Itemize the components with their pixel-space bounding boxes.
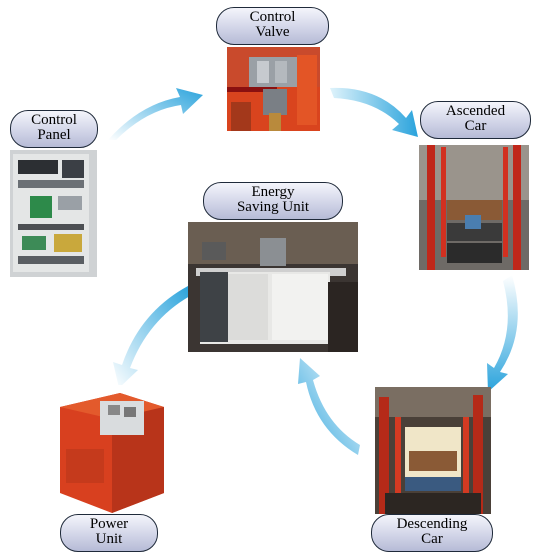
arrow-ascended-to-descending <box>487 275 518 392</box>
arrow-panel-to-valve <box>108 88 203 140</box>
ascended-car-photo <box>419 145 529 270</box>
arrow-descending-to-energy <box>298 358 360 455</box>
control-panel-photo <box>10 150 97 277</box>
arrow-valve-to-ascended <box>330 87 418 137</box>
control-valve-photo <box>227 47 320 131</box>
energy-saving-unit-photo <box>188 222 358 352</box>
descending-car-photo <box>375 387 491 514</box>
power-unit-photo <box>52 385 170 515</box>
arrow-energy-to-power <box>113 286 190 388</box>
